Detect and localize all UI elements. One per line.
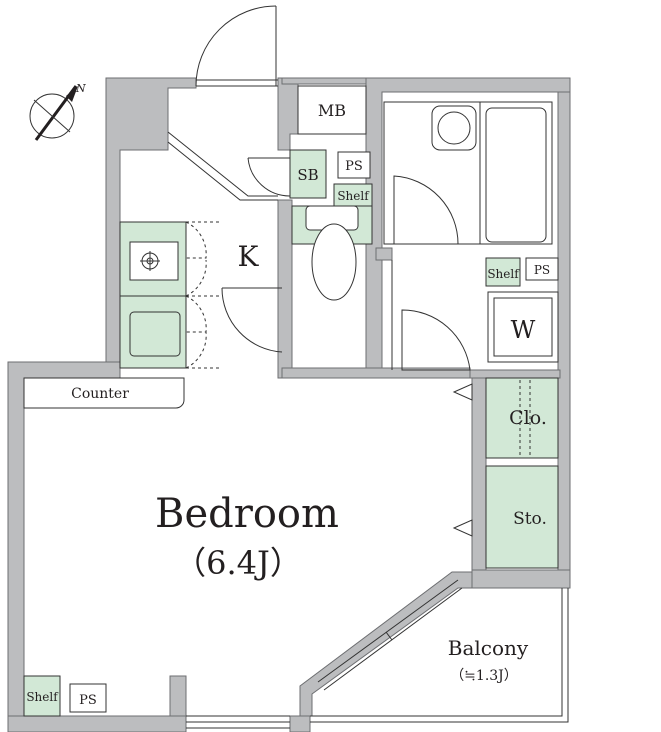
toilet-room — [291, 205, 373, 301]
closet-label: Clo. — [509, 407, 547, 429]
shelf-bottom-label: Shelf — [26, 690, 59, 704]
meter-box-label: MB — [318, 101, 346, 120]
counter-label: Counter — [71, 386, 129, 402]
ps-top-label: PS — [345, 159, 363, 174]
laundry-area — [391, 257, 559, 371]
kitchen-label: K — [238, 240, 260, 273]
washer-label: W — [511, 316, 536, 344]
shelf-toilet-box — [333, 183, 373, 207]
balcony-window — [317, 579, 463, 691]
bathroom — [383, 101, 553, 245]
shoe-box-label: SB — [297, 166, 318, 184]
bedroom-label: Bedroom — [155, 491, 339, 537]
kitchen-counter — [119, 221, 222, 369]
bedroom-size-label: （6.4J） — [174, 544, 302, 582]
ps-laundry-label: PS — [534, 263, 550, 277]
compass-label: N — [75, 82, 86, 95]
balcony-label: Balcony — [448, 636, 529, 660]
ps-top-box — [337, 151, 371, 179]
compass-icon — [29, 85, 78, 141]
ps-bottom-box — [69, 683, 107, 713]
ps-bottom-label: PS — [79, 693, 97, 708]
entrance-door — [195, 5, 278, 87]
storage-label: Sto. — [513, 509, 547, 529]
shoe-box — [289, 149, 327, 199]
bottom-window — [186, 715, 290, 729]
counter-shape — [23, 377, 185, 409]
walls — [7, 77, 571, 732]
closet-storage — [452, 377, 559, 569]
entrance-step — [167, 131, 278, 201]
shelf-bottom-box — [23, 675, 61, 717]
shelf-laundry-label: Shelf — [487, 267, 520, 281]
meter-box — [297, 85, 367, 135]
shelf-toilet-label: Shelf — [337, 189, 370, 203]
balcony-size-label: （≒1.3J） — [450, 668, 518, 684]
toilet-door — [221, 287, 283, 353]
